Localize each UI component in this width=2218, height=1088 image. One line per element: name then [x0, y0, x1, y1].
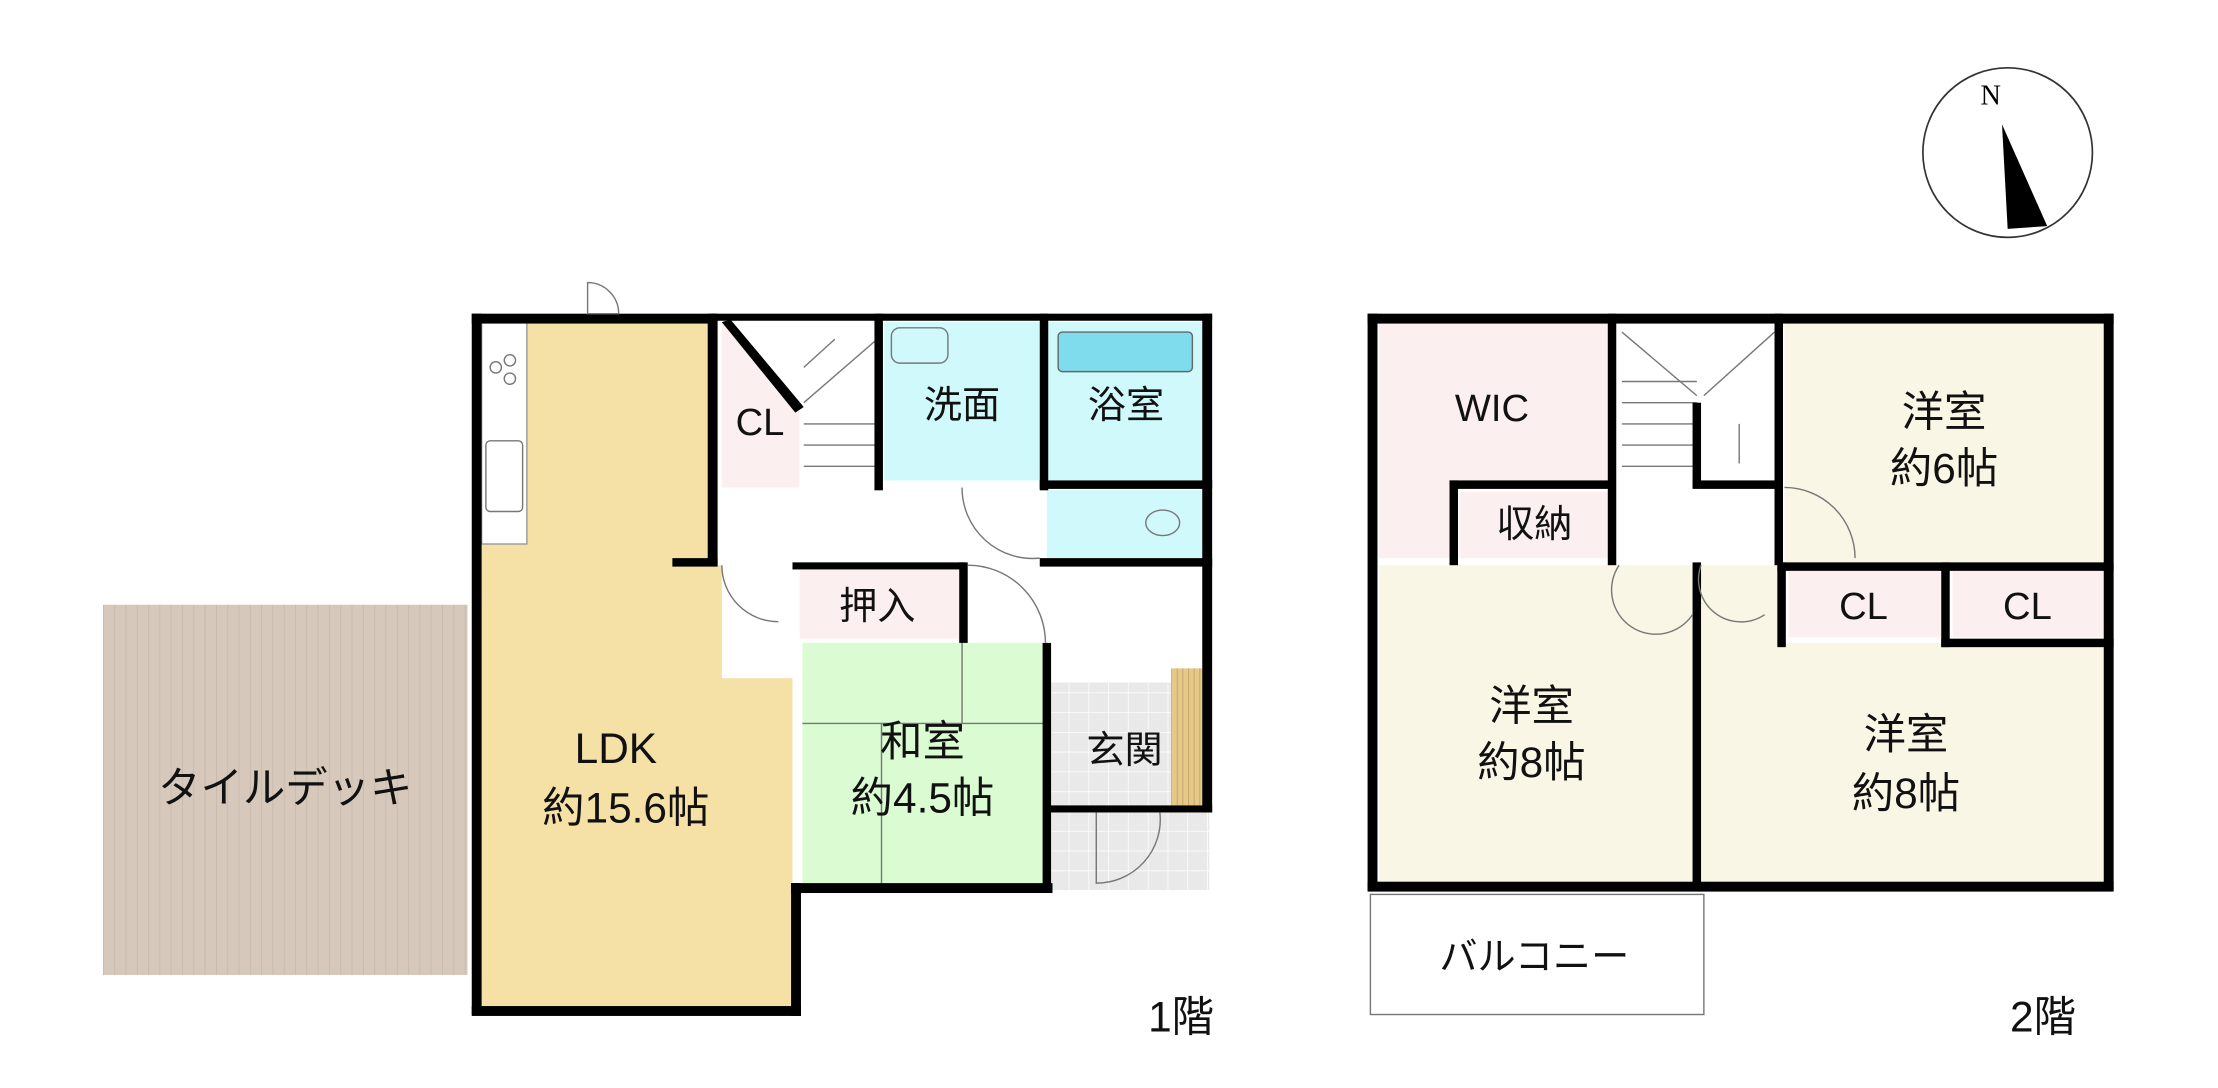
closet-2f-2 [1952, 569, 2104, 638]
tile-deck [102, 604, 468, 975]
ldk-size: 約15.6帖 [542, 784, 709, 831]
balcony-label: バルコニー [1439, 935, 1629, 978]
washitsu [802, 642, 1043, 884]
stairs-1f [799, 322, 881, 488]
room-6 [1784, 322, 2104, 563]
bathtub [1057, 331, 1194, 373]
closet-2f-1 [1788, 569, 1942, 638]
walls-2f [1367, 313, 2114, 892]
storage [1459, 491, 1613, 559]
entrance [1049, 682, 1172, 806]
closet-2f-1-label: CL [1839, 585, 1888, 628]
storage-label: 収納 [1496, 503, 1572, 546]
washitsu-label: 和室 [880, 718, 965, 765]
toilet-room [1046, 490, 1203, 559]
ldk-area [481, 322, 793, 1007]
floor-2: WIC 収納 洋室 約6帖 CL CL 洋室 約8帖 洋室 約8帖 バルコニー … [1367, 313, 2114, 1040]
deck-label: タイルデッキ [158, 765, 412, 812]
washroom [884, 322, 1043, 481]
floor-1-label: 1階 [1148, 993, 1214, 1040]
wic-label: WIC [1455, 387, 1529, 430]
room-8a [1378, 565, 1693, 884]
room-8a-size: 約8帖 [1477, 739, 1585, 786]
ldk-label: LDK [575, 725, 657, 772]
closet-1f [721, 322, 800, 488]
floor-2-label: 2階 [2010, 993, 2076, 1040]
compass-n-label: N [1981, 81, 2001, 112]
washitsu-size: 約4.5帖 [851, 774, 995, 821]
closet-2f-2-label: CL [2003, 585, 2052, 628]
room-6-size: 約6帖 [1890, 445, 1998, 492]
floor-1: タイルデッキ LDK 約15.6帖 CL 洗面 浴室 押入 和室 約4.5帖 玄… [102, 281, 1214, 1040]
entrance-step [1171, 668, 1203, 806]
walls-1f [471, 313, 1213, 1016]
entrance-label: 玄関 [1086, 729, 1162, 772]
porch [1049, 812, 1210, 891]
sink-icon [485, 440, 524, 513]
bathroom-label: 浴室 [1088, 384, 1164, 427]
washroom-label: 洗面 [924, 384, 1000, 427]
oshiire-label: 押入 [839, 585, 915, 628]
room-8b-size: 約8帖 [1852, 770, 1960, 817]
door-swing [586, 281, 620, 315]
closet-label: CL [736, 401, 785, 444]
wic [1378, 322, 1613, 559]
balcony [1369, 893, 1705, 1016]
toilet-icon [1145, 509, 1181, 537]
oshiire [799, 569, 960, 639]
stove-icon [489, 361, 503, 374]
wash-basin-icon [890, 327, 949, 364]
room-6-label: 洋室 [1902, 389, 1987, 436]
room-8b-label: 洋室 [1864, 711, 1949, 758]
north-compass-icon: N [1922, 66, 2094, 239]
room-8a-label: 洋室 [1489, 683, 1574, 730]
